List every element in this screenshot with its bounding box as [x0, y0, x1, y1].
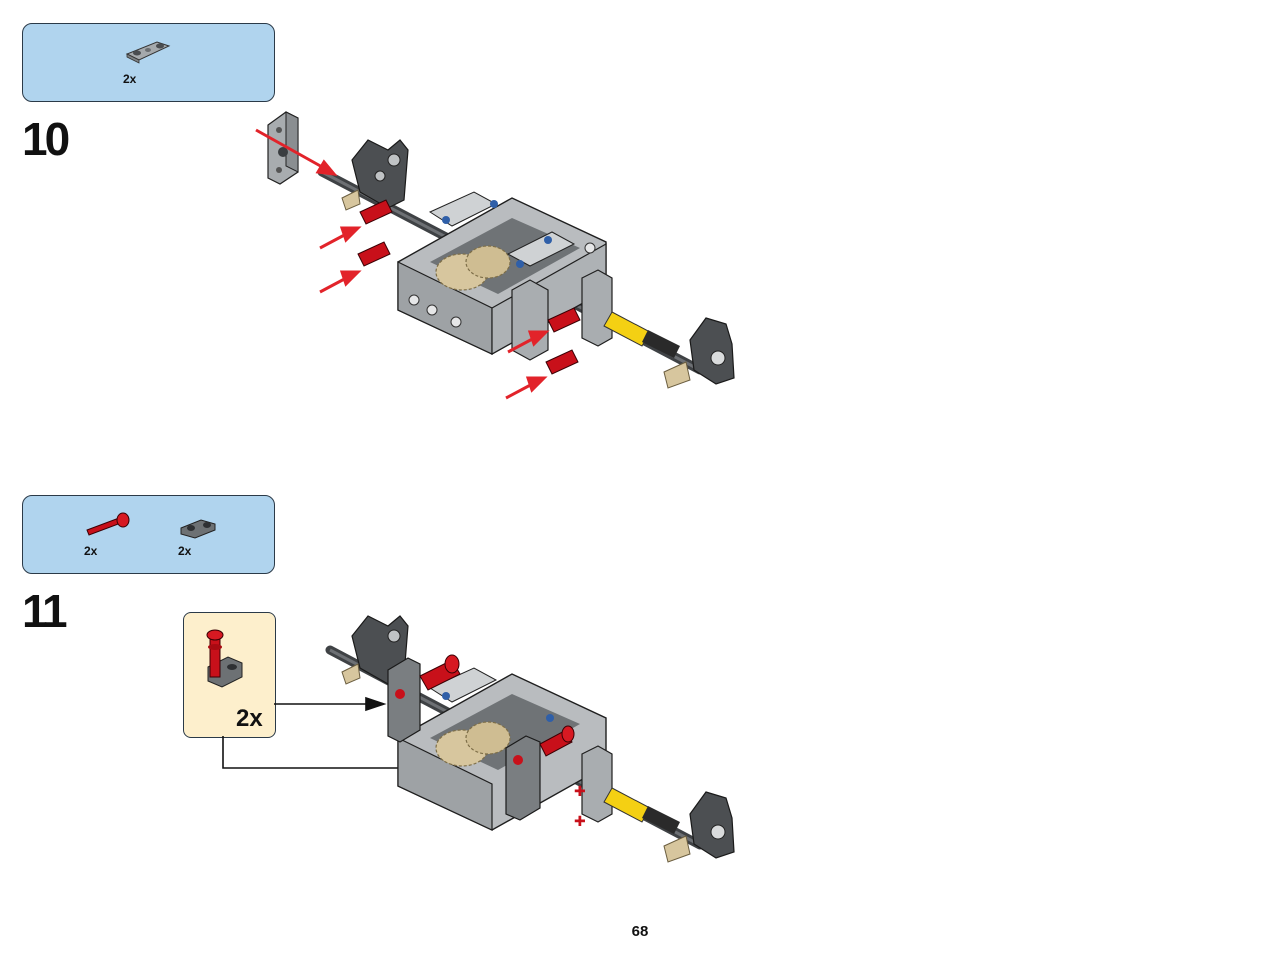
front-upright	[689, 317, 735, 385]
part-quantity: 2x	[123, 72, 137, 86]
gearbox-frame	[397, 197, 607, 356]
step-10-parts-list: 2x	[22, 23, 275, 102]
step-10-assembly-illustration	[255, 111, 735, 400]
step-number: 10	[22, 113, 70, 165]
callout-quantity: 2x	[236, 705, 263, 732]
tan-gears	[435, 245, 511, 291]
sub-assembly-callout: 2x	[183, 612, 276, 738]
dark-gray-connector-icon	[180, 519, 216, 539]
svg-text:✚: ✚	[574, 814, 586, 830]
svg-text:✚: ✚	[574, 784, 586, 800]
step-11-parts-list: 2x 2x	[22, 495, 275, 574]
rear-upright	[351, 139, 409, 209]
red-pins	[357, 199, 581, 375]
beam-connector-icon	[125, 41, 171, 64]
part-quantity: 2x	[178, 544, 192, 558]
part-quantity: 2x	[84, 544, 98, 558]
red-axle-pin-icon	[86, 512, 130, 536]
assembly-arrows	[255, 128, 550, 400]
beam-connector-part	[267, 111, 299, 185]
step-number: 11	[22, 585, 68, 637]
step-11-assembly-illustration: ✚ ✚	[222, 615, 735, 863]
pin-connector-subassembly-icon	[206, 629, 243, 688]
page-number: 68	[631, 923, 649, 940]
